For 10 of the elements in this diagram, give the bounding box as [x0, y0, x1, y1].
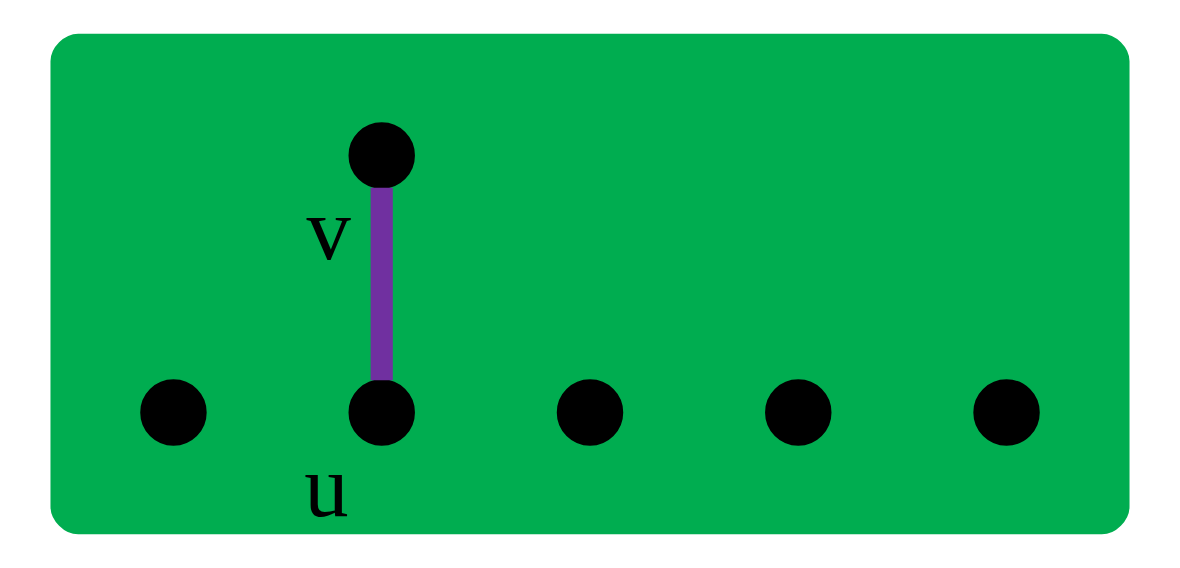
node-circle: [765, 379, 832, 446]
cluster: [50, 33, 1130, 535]
connector: [370, 187, 393, 381]
node-circle: [140, 379, 207, 446]
node-circle: [348, 379, 415, 446]
node-circle: [348, 122, 415, 189]
node-label: u: [304, 436, 349, 535]
node-label: v: [306, 179, 351, 278]
node-circle: [973, 379, 1040, 446]
node-circle: [556, 379, 624, 446]
